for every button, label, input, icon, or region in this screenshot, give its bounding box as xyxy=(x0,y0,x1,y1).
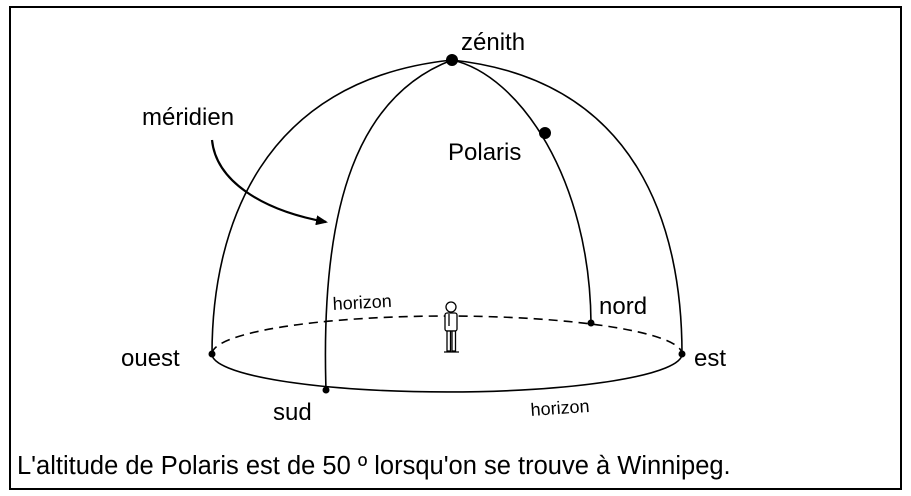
south-label: sud xyxy=(273,399,312,426)
meridian-label: méridien xyxy=(142,104,234,131)
west-point xyxy=(208,350,216,358)
east-label: est xyxy=(694,345,726,372)
north-point xyxy=(587,319,595,327)
diagram-frame xyxy=(9,6,902,490)
polaris-point xyxy=(539,127,551,139)
east-point xyxy=(678,350,686,358)
meridian-south-arc xyxy=(324,59,453,391)
north-label: nord xyxy=(599,293,647,320)
observer-figure xyxy=(444,301,459,353)
west-label: ouest xyxy=(121,345,180,372)
horizon-back-label: horizon xyxy=(332,291,392,314)
caption: L'altitude de Polaris est de 50 º lorsqu… xyxy=(17,452,731,480)
horizon-front-label: horizon xyxy=(530,396,590,420)
south-point xyxy=(322,386,330,394)
horizon-front-arc xyxy=(211,353,683,393)
meridian-arrow xyxy=(210,139,328,226)
meridian-north-arc xyxy=(451,59,592,324)
zenith-label: zénith xyxy=(461,29,525,56)
polaris-label: Polaris xyxy=(448,139,521,166)
zenith-point xyxy=(446,54,458,66)
